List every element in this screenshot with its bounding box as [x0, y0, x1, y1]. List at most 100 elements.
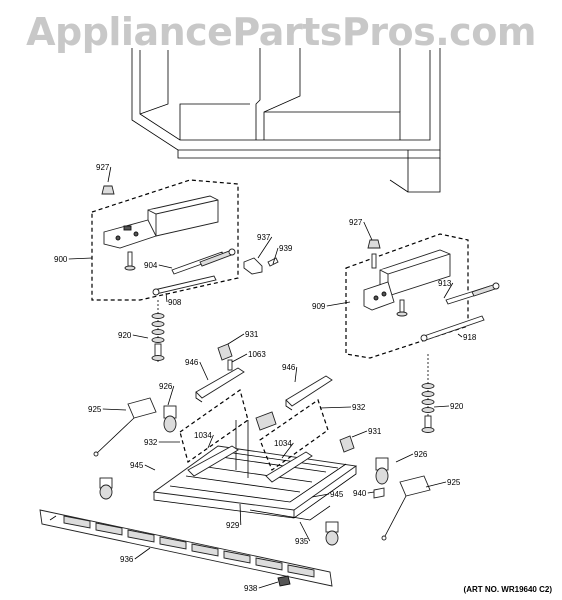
callout-leader-932a [319, 406, 352, 409]
gas-spring-913 [445, 282, 500, 305]
callout-label-932b: 932 [144, 438, 158, 447]
callout-label-946b: 946 [282, 363, 296, 372]
callout-leader-938 [258, 581, 279, 589]
callout-label-929: 929 [226, 521, 240, 530]
callout-leader-927a [107, 166, 112, 183]
callout-label-909: 909 [312, 302, 326, 311]
callout-leader-936 [134, 547, 151, 560]
screw-939 [267, 257, 279, 267]
callout-leader-946a [199, 361, 209, 381]
callout-leader-926a [167, 385, 175, 406]
screw-940 [373, 487, 385, 499]
callout-label-927a: 927 [96, 163, 110, 172]
callout-label-1034a: 1034 [194, 431, 212, 440]
callout-leader-920a [132, 334, 149, 339]
callout-leader-925a [102, 408, 127, 411]
callout-leader-1034a [207, 434, 214, 449]
callout-leader-935 [299, 521, 311, 542]
base-frame-929 [152, 420, 358, 519]
callout-leader-925b [425, 481, 447, 488]
callout-label-937: 937 [257, 233, 271, 242]
callout-label-940: 940 [353, 489, 367, 498]
callout-label-926a: 926 [159, 382, 173, 391]
callout-leader-945b [311, 493, 330, 498]
callout-leader-937 [257, 236, 273, 259]
rail-1034a [187, 445, 239, 477]
callout-leader-946b [294, 366, 298, 383]
washer-stack-920b [421, 354, 435, 434]
rail-946a [195, 367, 245, 403]
clip-931a [217, 343, 233, 361]
callout-label-931b: 931 [368, 427, 382, 436]
callout-label-908: 908 [168, 298, 182, 307]
callout-leader-900 [68, 257, 93, 260]
center-bracket [255, 411, 277, 431]
callout-label-936: 936 [120, 555, 134, 564]
callout-label-918: 918 [463, 333, 477, 342]
art-number: (ART NO. WR19640 C2) [463, 585, 552, 594]
cabinet-frame [131, 48, 441, 193]
callout-leader-931a [227, 333, 245, 345]
callout-leader-1063 [231, 353, 248, 363]
callout-label-945a: 945 [130, 461, 144, 470]
callout-label-931a: 931 [245, 330, 259, 339]
roller-assembly-925a [93, 397, 157, 457]
toe-grille-936 [39, 509, 333, 587]
gas-spring-904 [171, 248, 236, 275]
leveler-screw-right [396, 299, 408, 317]
cap-927a [101, 185, 115, 195]
callout-label-938: 938 [244, 584, 258, 593]
washer-stack-920a [151, 300, 165, 362]
callout-leader-939 [272, 247, 279, 265]
callout-leader-913 [443, 282, 454, 299]
callout-leader-909 [326, 301, 351, 307]
callout-label-926b: 926 [414, 450, 428, 459]
callout-label-1034b: 1034 [274, 439, 292, 448]
callout-label-1063: 1063 [248, 350, 266, 359]
callout-leader-931b [351, 430, 368, 438]
callout-leader-926b [395, 453, 414, 463]
callout-label-904: 904 [144, 261, 158, 270]
callout-leader-927b [363, 221, 373, 241]
cap-927b [367, 239, 381, 269]
callout-leader-929 [239, 503, 242, 526]
callout-label-925b: 925 [447, 478, 461, 487]
rail-1034b [265, 451, 313, 483]
callout-leader-920b [433, 405, 450, 408]
rail-946b [285, 375, 333, 411]
callout-label-920a: 920 [118, 331, 132, 340]
callout-label-935: 935 [295, 537, 309, 546]
callout-label-927b: 927 [349, 218, 363, 227]
clip-938 [277, 575, 291, 587]
left-leveler-housing [103, 195, 219, 249]
callout-label-946a: 946 [185, 358, 199, 367]
callout-leader-904 [158, 264, 173, 269]
callout-label-939: 939 [279, 244, 293, 253]
screw-1063 [227, 359, 233, 371]
link-908 [152, 275, 217, 296]
leveler-screw-left [124, 251, 136, 271]
link-918 [420, 315, 485, 342]
callout-label-900: 900 [54, 255, 68, 264]
caster-926b [325, 457, 389, 546]
callout-leader-940 [367, 491, 375, 494]
callout-label-925a: 925 [88, 405, 102, 414]
callout-label-913: 913 [438, 279, 452, 288]
clip-931b [339, 435, 355, 453]
caster-926a [99, 405, 177, 500]
callout-layer: 927 900 904 937 939 908 920 927 909 913 918 931 1063… [54, 163, 477, 593]
watermark: AppliancePartsPros.com [26, 10, 536, 54]
callout-label-932a: 932 [352, 403, 366, 412]
callout-leader-945a [144, 464, 156, 471]
assembly-box-900 [91, 179, 239, 301]
callout-leader-908 [165, 292, 168, 303]
callout-leader-1034b [281, 442, 294, 459]
callout-label-945b: 945 [330, 490, 344, 499]
base-rear-935 [249, 505, 331, 521]
right-leveler-housing [363, 249, 451, 311]
callout-leader-918 [457, 333, 463, 338]
callout-label-920b: 920 [450, 402, 464, 411]
clip-937 [243, 257, 263, 275]
roller-assembly-925b [381, 475, 431, 541]
